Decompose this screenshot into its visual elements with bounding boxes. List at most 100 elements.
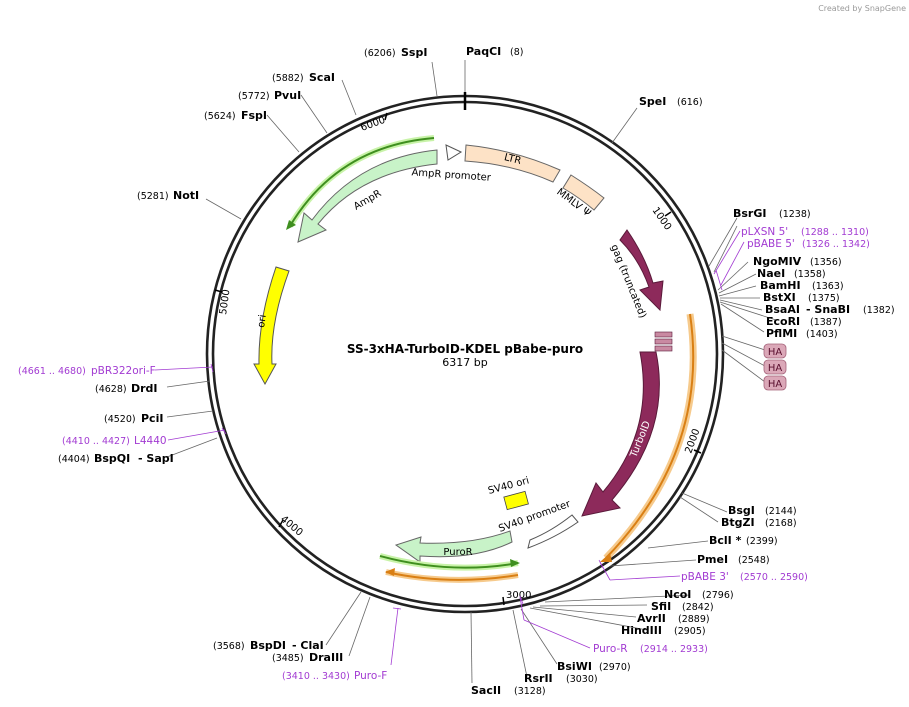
site-bsiwi-pos: (2970) <box>599 662 631 673</box>
site-scai-pos: (5882) <box>272 73 304 84</box>
site-sapi: - SapI <box>138 452 174 465</box>
primer-puror-range: (2914 .. 2933) <box>640 644 708 655</box>
site-sfii-pos: (2842) <box>682 602 714 613</box>
primer-pbabe3: pBABE 3' <box>681 571 729 583</box>
site-rsrii: RsrII <box>524 672 553 685</box>
ampr-feature <box>297 149 438 243</box>
primer-pbabe5: pBABE 5' <box>747 238 795 250</box>
svg-text:3000: 3000 <box>506 590 531 601</box>
orf-orange-outer-head <box>600 553 612 562</box>
site-hindiii-pos: (2905) <box>674 626 706 637</box>
primer-l4440-range: (4410 .. 4427) <box>62 436 130 447</box>
site-draiii: DraIII <box>309 651 343 664</box>
plasmid-length: 6317 bp <box>442 356 487 369</box>
site-bspdi-pos: (3568) <box>213 641 245 652</box>
mmlv-psi-feature <box>562 174 605 211</box>
primer-connectors <box>154 230 745 666</box>
site-bsaai-pos: (1382) <box>863 305 895 316</box>
site-btgzi: BtgZI <box>721 516 755 529</box>
puror-label: PuroR <box>443 547 472 558</box>
svg-text:HA: HA <box>768 347 783 358</box>
primer-l4440: L4440 <box>134 435 167 447</box>
site-bstxi-pos: (1375) <box>808 293 840 304</box>
plasmid-name: SS-3xHA-TurboID-KDEL pBabe-puro <box>347 342 583 356</box>
site-naei-pos: (1358) <box>794 269 826 280</box>
svg-text:5000: 5000 <box>218 289 232 316</box>
site-ngomiv: NgoMIV <box>753 255 802 268</box>
site-pvui: PvuI <box>274 89 301 102</box>
ampr-promoter-label: AmpR promoter <box>411 167 492 184</box>
site-naei: NaeI <box>757 267 785 280</box>
site-bsrgi: BsrGI <box>733 207 766 220</box>
site-sfii: SfiI <box>651 600 671 613</box>
orf-green-inner-head <box>510 559 520 567</box>
site-paqci-pos: (8) <box>510 47 523 58</box>
site-bcli: BclI * <box>709 534 742 547</box>
svg-text:1000: 1000 <box>650 205 674 232</box>
orf-green-outer-head <box>286 220 296 230</box>
primer-purof: Puro-F <box>354 670 387 682</box>
site-bsgi-pos: (2144) <box>765 506 797 517</box>
ha-badge-2: HA <box>763 359 787 375</box>
ha-badge-1: HA <box>763 343 787 359</box>
site-bsgi: BsgI <box>728 504 755 517</box>
site-pvui-pos: (5772) <box>238 91 270 102</box>
site-noti-pos: (5281) <box>137 191 169 202</box>
site-bsiwi: BsiWI <box>557 660 592 673</box>
site-bspqi: BspQI <box>94 452 130 465</box>
site-spei: SpeI <box>639 95 666 108</box>
site-noti: NotI <box>173 189 199 202</box>
site-bspdi: BspDI <box>250 639 286 652</box>
primer-plxsn5: pLXSN 5' <box>741 226 788 238</box>
sv40-ori-feature <box>503 490 529 511</box>
ampr-label: AmpR <box>352 188 383 212</box>
orf-orange-inner-head <box>385 568 395 576</box>
svg-text:HA: HA <box>768 363 783 374</box>
site-scai: ScaI <box>309 71 335 84</box>
site-ngomiv-pos: (1356) <box>810 257 842 268</box>
ori-feature <box>253 266 290 386</box>
site-ecori-pos: (1387) <box>810 317 842 328</box>
orf-orange-outer <box>605 313 695 559</box>
ltr-feature <box>464 144 561 183</box>
site-pcii: PciI <box>141 412 163 425</box>
site-spei-pos: (616) <box>677 97 703 108</box>
site-drdi: DrdI <box>131 382 158 395</box>
tick-3000: 3000 <box>502 590 531 606</box>
primer-puror: Puro-R <box>593 643 628 655</box>
puror-feature <box>394 530 513 563</box>
site-fspi: FspI <box>241 109 267 122</box>
site-ecori: EcoRI <box>766 315 800 328</box>
site-hindiii: HindIII <box>621 624 662 637</box>
site-pflmi-pos: (1403) <box>806 329 838 340</box>
svg-text:HA: HA <box>768 379 783 390</box>
site-avrii-pos: (2889) <box>678 614 710 625</box>
site-pmei: PmeI <box>697 553 728 566</box>
site-ncoi-pos: (2796) <box>702 590 734 601</box>
primer-pbr322orif: pBR322ori-F <box>91 365 156 377</box>
site-fspi-pos: (5624) <box>204 111 236 122</box>
site-bsrgi-pos: (1238) <box>779 209 811 220</box>
primer-purof-range: (3410 .. 3430) <box>282 671 350 682</box>
primer-pbr322orif-range: (4661 .. 4680) <box>18 366 86 377</box>
ha-badge-3: HA <box>763 375 787 391</box>
site-sspi-pos: (6206) <box>364 48 396 59</box>
turboid-feature <box>581 351 660 517</box>
gag-feature <box>619 229 664 312</box>
site-pcii-pos: (4520) <box>104 414 136 425</box>
site-bamhi: BamHI <box>760 279 801 292</box>
snapgene-credit: Created by SnapGene <box>818 4 906 13</box>
ha-tags-inner <box>654 331 673 352</box>
site-snabi: - SnaBI <box>806 303 850 316</box>
site-connectors <box>166 60 777 684</box>
ori-label: ori <box>256 314 269 328</box>
site-clai: - ClaI <box>292 639 324 652</box>
site-ncoi: NcoI <box>664 588 691 601</box>
site-drdi-pos: (4628) <box>95 384 127 395</box>
primer-plxsn5-range: (1288 .. 1310) <box>801 227 869 238</box>
site-draiii-pos: (3485) <box>272 653 304 664</box>
site-bspqi-pos: (4404) <box>58 454 90 465</box>
site-pmei-pos: (2548) <box>738 555 770 566</box>
tick-1000: 1000 <box>650 205 674 232</box>
